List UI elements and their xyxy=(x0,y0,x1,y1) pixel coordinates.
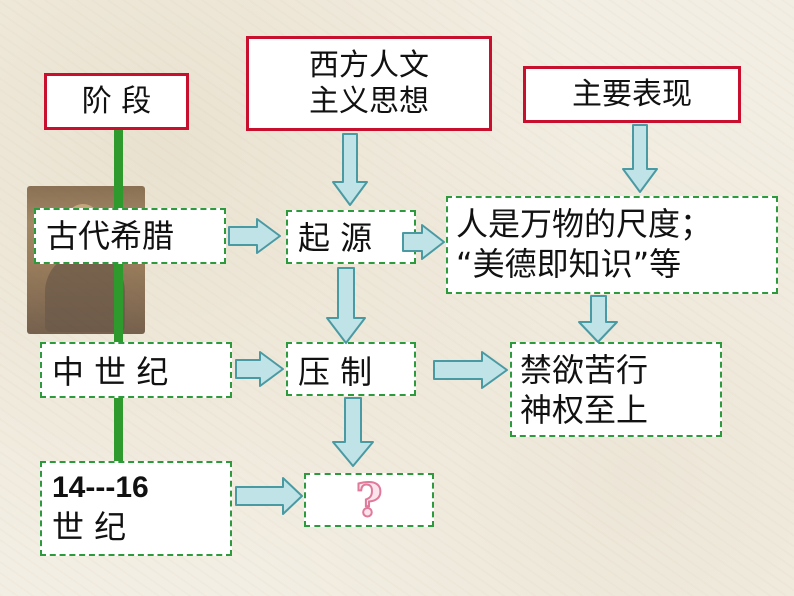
header-humanism-thought: 西方人文 主义思想 xyxy=(246,36,492,131)
manifestation-ma-line1: 禁欲苦行 xyxy=(520,351,649,389)
stage-14-16-century: 14---16 世 纪 xyxy=(40,461,232,556)
manifestation-ag-line1: 人是万物的尺度； xyxy=(456,205,713,243)
timeline-segment-1 xyxy=(114,128,123,212)
header-manifestation: 主要表现 xyxy=(523,66,741,123)
stage-middle-ages-text: 中 世 纪 xyxy=(52,353,169,391)
stage-century-line2: 世 纪 xyxy=(52,507,127,546)
header-stage: 阶 段 xyxy=(44,73,189,130)
question-mark-text: ? xyxy=(355,473,384,527)
manifestation-middle-ages: 禁欲苦行 神权至上 xyxy=(510,342,722,437)
stage-ancient-greece-text: 古代希腊 xyxy=(46,217,175,255)
manifestation-ancient-greece: 人是万物的尺度； “美德即知识”等 xyxy=(446,196,778,294)
header-thought-line1: 西方人文 xyxy=(309,47,429,83)
thought-suppression-text: 压 制 xyxy=(298,353,373,391)
header-thought-line2: 主义思想 xyxy=(309,83,429,119)
header-manifestation-text: 主要表现 xyxy=(572,76,692,112)
thought-suppression: 压 制 xyxy=(286,342,416,396)
stage-middle-ages: 中 世 纪 xyxy=(40,342,232,398)
header-stage-text: 阶 段 xyxy=(81,83,152,119)
manifestation-ag-line2: “美德即知识”等 xyxy=(456,245,682,283)
thought-origin: 起 源 xyxy=(286,210,416,264)
manifestation-ma-line2: 神权至上 xyxy=(520,391,649,429)
thought-unknown: ? xyxy=(304,473,434,527)
timeline-segment-3 xyxy=(114,388,123,464)
timeline-segment-2 xyxy=(114,262,123,342)
stage-ancient-greece: 古代希腊 xyxy=(34,208,226,264)
stage-century-line1: 14---16 xyxy=(52,471,149,504)
thought-origin-text: 起 源 xyxy=(298,219,373,257)
